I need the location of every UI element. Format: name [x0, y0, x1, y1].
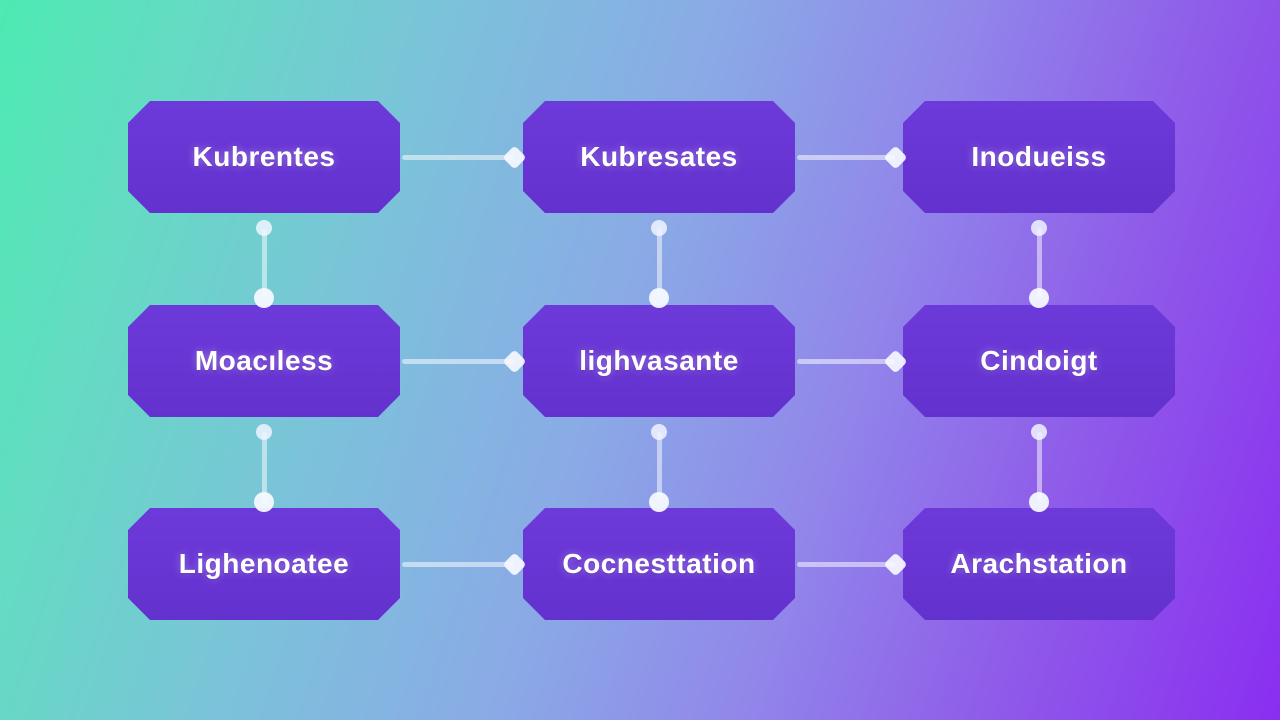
node-label: Inodueiss [971, 141, 1107, 172]
diagram-node: Lighenoatee [128, 508, 400, 620]
node-label: Moacıless [194, 345, 334, 376]
diagram-node: Arachstation [903, 508, 1175, 620]
connector-vertical [1029, 220, 1049, 308]
connector-vertical [1029, 424, 1049, 512]
node-label: Arachstation [950, 548, 1128, 579]
node-label: Cocnesttation [562, 548, 756, 579]
connector-horizontal [797, 349, 908, 374]
diagram-node: lighvasante [523, 305, 795, 417]
diagram-node: Kubrentes [128, 101, 400, 213]
connector-horizontal [797, 552, 908, 577]
diagram-node: Inodueiss [903, 101, 1175, 213]
diamond-arrowhead-icon [502, 349, 527, 374]
connector-horizontal [402, 552, 527, 577]
diamond-arrowhead-icon [502, 552, 527, 577]
node-label: Kubresates [580, 141, 738, 172]
diamond-arrowhead-icon [502, 145, 527, 170]
connector-vertical [649, 220, 669, 308]
diagram-node: Cindoigt [903, 305, 1175, 417]
connector-horizontal [402, 349, 527, 374]
connector-vertical [254, 220, 274, 308]
node-label: Kubrentes [192, 141, 336, 172]
diagram-node: Cocnesttation [523, 508, 795, 620]
connector-vertical [254, 424, 274, 512]
diagram-node: Moacıless [128, 305, 400, 417]
connector-horizontal [797, 145, 908, 170]
node-label: Cindoigt [980, 345, 1098, 376]
node-label: lighvasante [579, 345, 739, 376]
diagram-node: Kubresates [523, 101, 795, 213]
connector-horizontal [402, 145, 527, 170]
node-label: Lighenoatee [178, 548, 350, 579]
connector-vertical [649, 424, 669, 512]
